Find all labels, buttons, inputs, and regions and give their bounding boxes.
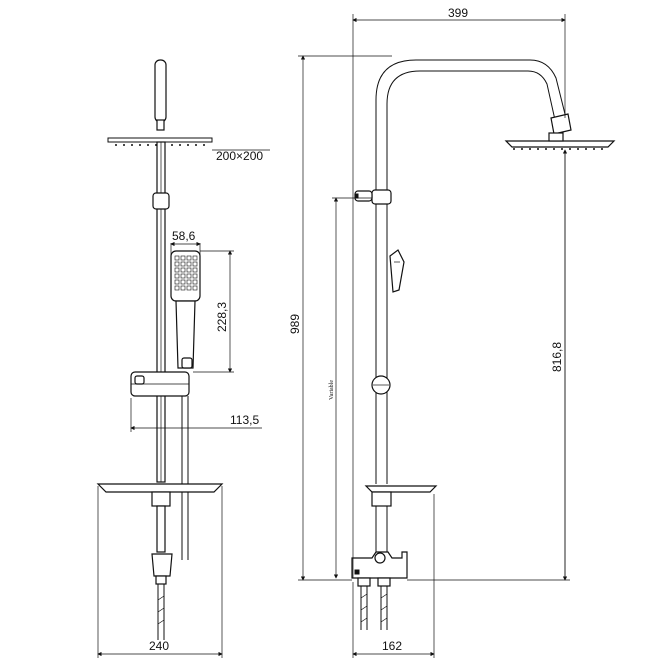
head-size-label: 200×200 — [216, 149, 263, 163]
nozzle-dot — [513, 148, 515, 150]
handset-nozzle — [174, 273, 180, 279]
front-upper-clamp — [152, 192, 170, 210]
handset-nozzle — [186, 261, 192, 267]
handset-nozzle — [180, 267, 186, 273]
handset-nozzle — [180, 279, 186, 285]
nozzle-dot — [601, 148, 603, 150]
nozzle-dot — [537, 148, 539, 150]
handset-nozzle — [186, 279, 192, 285]
nozzle-dot — [529, 148, 531, 150]
handset-nozzle — [174, 255, 180, 261]
front-mixer — [151, 553, 173, 577]
handset-nozzle — [192, 261, 198, 267]
variable-label: Variable — [329, 380, 335, 400]
nozzle-dot — [585, 148, 587, 150]
front-dimensions: 200×200 58,6 228,3 113,5 240 — [97, 149, 270, 658]
handset-nozzle — [192, 255, 198, 261]
handset-nozzle — [174, 261, 180, 267]
handset-nozzle — [174, 285, 180, 291]
front-view — [96, 59, 224, 640]
handset-nozzle — [174, 279, 180, 285]
handset-nozzle — [192, 285, 198, 291]
handset-nozzle — [192, 279, 198, 285]
side-mixer — [351, 551, 408, 587]
total-width-label: 399 — [448, 6, 468, 20]
side-gooseneck-arm — [375, 59, 567, 190]
handset-nozzle — [192, 273, 198, 279]
handset-nozzle — [180, 273, 186, 279]
handset-length-label: 228,3 — [215, 302, 229, 332]
handset-nozzle — [192, 267, 198, 273]
nozzle-dot — [115, 144, 117, 146]
side-tray — [364, 485, 438, 507]
inlet-spacing-label: 162 — [382, 639, 402, 653]
handset-nozzle — [186, 255, 192, 261]
nozzle-dot — [187, 144, 189, 146]
nozzle-dot — [521, 148, 523, 150]
handset-nozzle — [174, 267, 180, 273]
handset-nozzle — [180, 285, 186, 291]
nozzle-dot — [147, 144, 149, 146]
handset-nozzle — [186, 285, 192, 291]
nozzle-dot — [561, 148, 563, 150]
nozzle-dot — [171, 144, 173, 146]
nozzle-dot — [569, 148, 571, 150]
nozzle-dot — [577, 148, 579, 150]
nozzle-dot — [123, 144, 125, 146]
front-tray — [96, 483, 224, 507]
handset-width-label: 58,6 — [172, 229, 196, 243]
nozzle-dot — [195, 144, 197, 146]
side-hand-shower — [389, 249, 405, 293]
nozzle-dot — [179, 144, 181, 146]
front-top-cap — [154, 59, 167, 123]
nozzle-dot — [545, 148, 547, 150]
handset-nozzle — [186, 273, 192, 279]
side-shower-head — [504, 132, 616, 150]
handset-nozzle — [180, 261, 186, 267]
handset-nozzle — [180, 255, 186, 261]
front-slider-holder — [130, 371, 190, 397]
nozzle-dot — [203, 144, 205, 146]
outlet-height-label: 816,8 — [550, 342, 564, 372]
nozzle-dot — [553, 148, 555, 150]
total-height-label: 989 — [288, 314, 302, 334]
side-view — [351, 59, 616, 630]
nozzle-dot — [593, 148, 595, 150]
nozzle-dot — [139, 144, 141, 146]
nozzle-dot — [131, 144, 133, 146]
tray-width-label: 240 — [149, 639, 169, 653]
holder-depth-label: 113,5 — [230, 413, 259, 427]
front-hand-shower — [170, 250, 201, 369]
side-dimensions: 399 989 Variable 816,8 162 — [288, 6, 570, 658]
side-upper-clamp — [354, 189, 392, 205]
handset-nozzle — [186, 267, 192, 273]
